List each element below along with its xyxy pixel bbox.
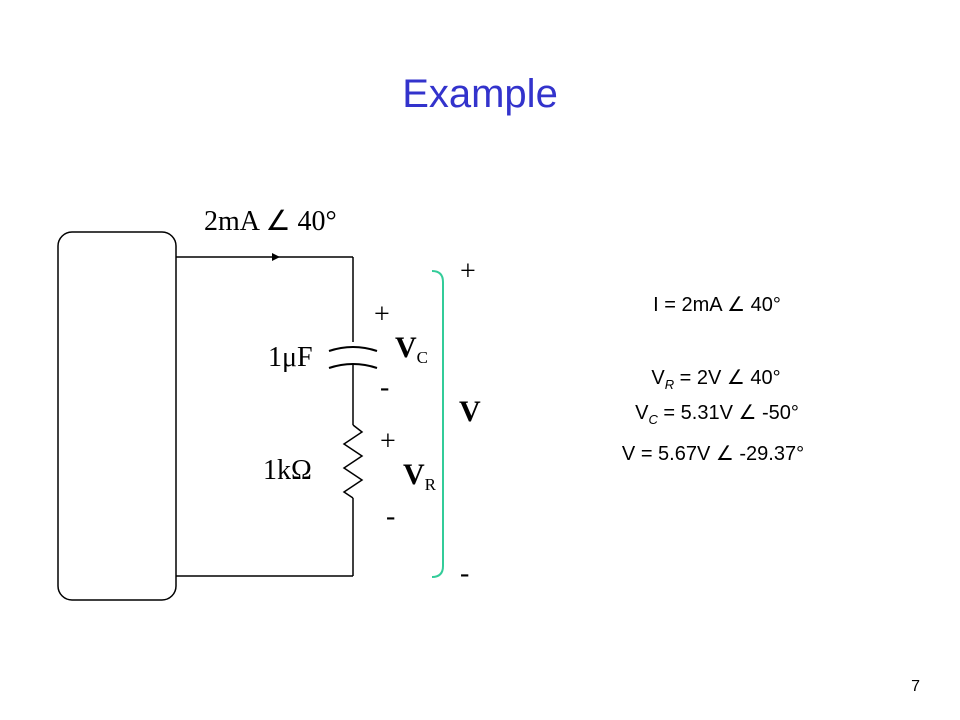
page-number: 7	[911, 678, 920, 695]
result-v-value: = 5.67V ∠ -29.37°	[635, 443, 804, 465]
result-vc-name: V	[635, 402, 649, 424]
resistor-icon	[342, 424, 364, 499]
result-vr: VR = 2V ∠ 40°	[651, 367, 780, 392]
result-vr-name: V	[651, 367, 665, 389]
capacitor-plate-top	[328, 346, 378, 352]
result-vc-value: = 5.31V ∠ -50°	[658, 402, 799, 424]
voltage-bracket	[431, 270, 444, 578]
resistor-label: 1kΩ	[263, 455, 312, 486]
vr-minus-sign: -	[386, 501, 395, 532]
slide-title: Example	[402, 72, 558, 116]
v-minus-sign: -	[460, 558, 469, 589]
vr-label-sub: R	[425, 475, 437, 494]
v-label: V	[459, 395, 481, 428]
result-v-name: V	[622, 443, 636, 465]
vr-plus-sign: +	[380, 426, 396, 457]
result-vc-sub: C	[648, 412, 658, 427]
vc-minus-sign: -	[380, 372, 389, 403]
result-vr-sub: R	[665, 377, 674, 392]
source-current-label: 2mA ∠ 40°	[204, 206, 337, 237]
result-v: V = 5.67V ∠ -29.37°	[622, 443, 804, 465]
capacitor-label: 1μF	[268, 342, 313, 373]
vr-label: VR	[403, 458, 437, 494]
source-block	[57, 231, 177, 601]
result-current: I = 2mA ∠ 40°	[653, 294, 781, 316]
vr-label-main: V	[403, 458, 425, 491]
vc-label-main: V	[395, 331, 417, 364]
v-plus-sign: +	[460, 256, 476, 287]
vc-plus-sign: +	[374, 299, 390, 330]
current-arrow-icon	[272, 253, 280, 261]
vc-label: VC	[395, 331, 428, 367]
result-vc: VC = 5.31V ∠ -50°	[635, 402, 799, 427]
result-current-name: I	[653, 294, 659, 316]
result-vr-value: = 2V ∠ 40°	[674, 367, 781, 389]
vc-label-sub: C	[417, 348, 428, 367]
result-current-value: = 2mA ∠ 40°	[659, 294, 781, 316]
